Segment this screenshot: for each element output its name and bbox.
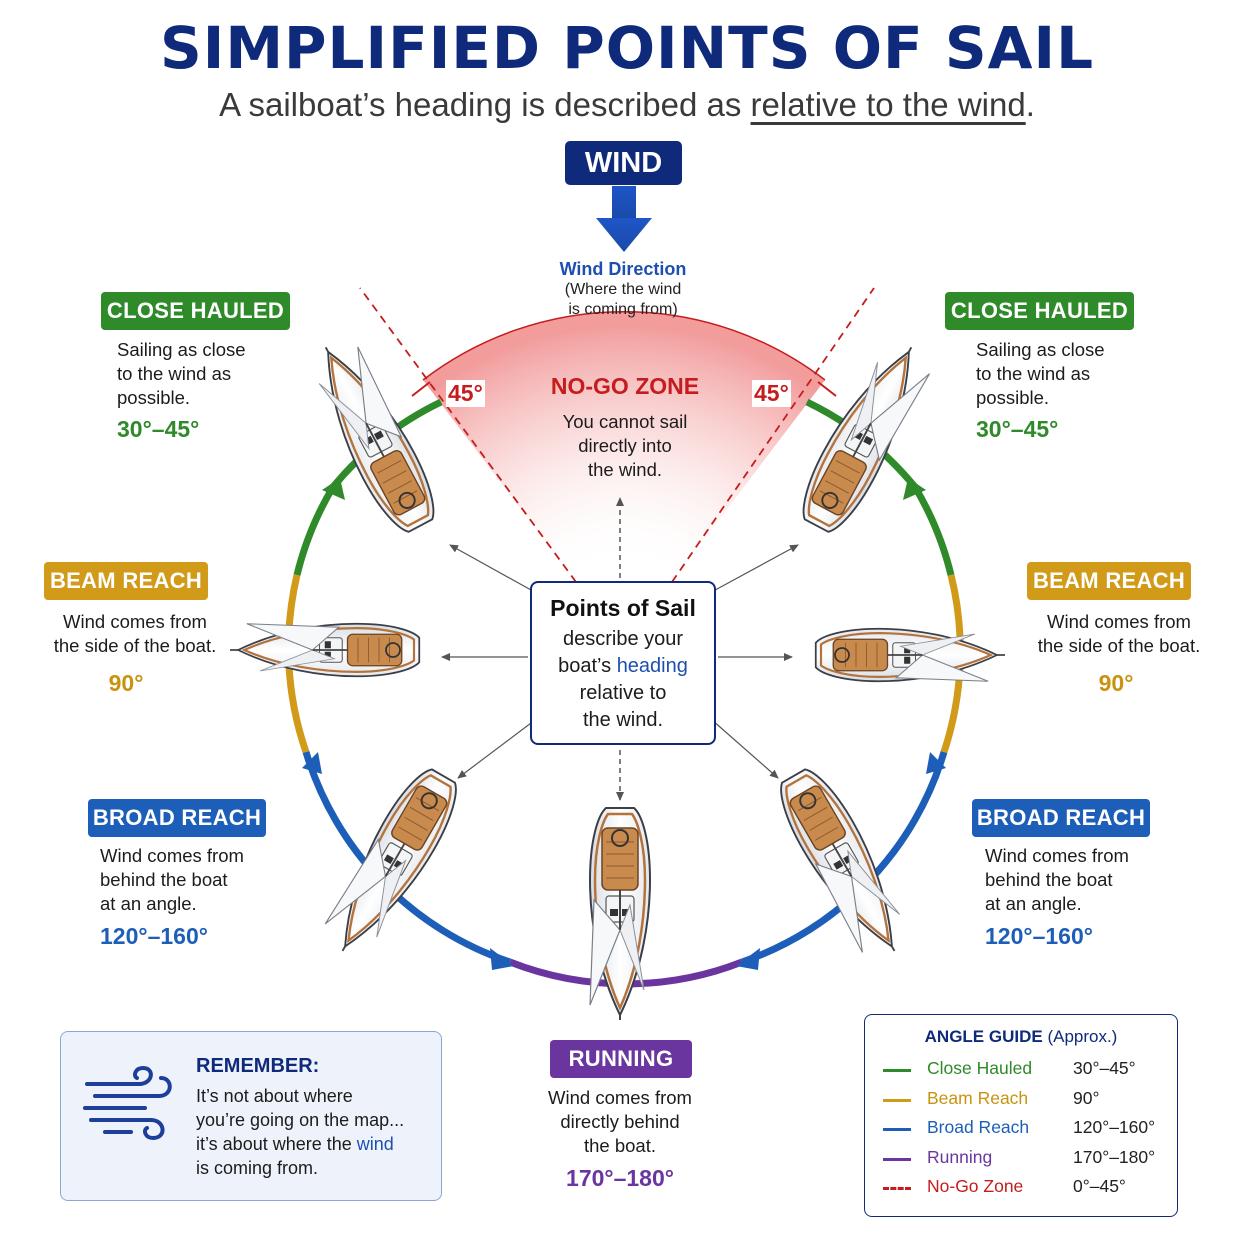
boat-beam-reach-left bbox=[230, 622, 421, 678]
beam-reach-right-desc: Wind comes from the side of the boat. bbox=[1037, 611, 1201, 656]
boat-beam-reach-right bbox=[814, 627, 1005, 683]
close-hauled-left-desc: Sailing as close to the wind as possible… bbox=[117, 339, 246, 408]
boat-close-hauled-right bbox=[790, 329, 941, 541]
broad-reach-left-label: BROAD REACH bbox=[88, 799, 266, 837]
legend-row: No-Go Zone 0°–45° bbox=[883, 1176, 1173, 1200]
legend-swatch bbox=[883, 1128, 911, 1131]
angle-guide-legend: ANGLE GUIDE (Approx.) Close Hauled 30°–4… bbox=[864, 1014, 1178, 1217]
legend-row: Running 170°–180° bbox=[883, 1147, 1173, 1171]
broad-reach-left-desc: Wind comes from behind the boat at an an… bbox=[100, 845, 244, 914]
wind-gust-icon bbox=[83, 1065, 172, 1141]
beam-reach-right-label: BEAM REACH bbox=[1027, 562, 1191, 600]
broad-reach-left-angle: 120°–160° bbox=[100, 923, 208, 949]
close-hauled-left-label: CLOSE HAULED bbox=[101, 292, 290, 330]
legend-row: Beam Reach 90° bbox=[883, 1088, 1173, 1112]
running-desc: Wind comes from directly behind the boat… bbox=[548, 1087, 692, 1156]
page-subtitle: A sailboat’s heading is described as rel… bbox=[219, 86, 1035, 123]
broad-reach-right-label: BROAD REACH bbox=[972, 799, 1150, 837]
no-go-zone-desc: You cannot sail directly into the wind. bbox=[562, 411, 688, 480]
beam-reach-left-desc: Wind comes from the side of the boat. bbox=[53, 611, 217, 656]
legend-swatch bbox=[883, 1069, 911, 1072]
close-hauled-right-angle: 30°–45° bbox=[976, 416, 1059, 442]
no-go-angle-right: 45° bbox=[752, 380, 791, 407]
boat-running bbox=[588, 806, 652, 1020]
beam-reach-left-angle: 90° bbox=[108, 670, 144, 696]
beam-reach-right-angle: 90° bbox=[1098, 670, 1134, 696]
angle-guide-title: ANGLE GUIDE (Approx.) bbox=[924, 1027, 1118, 1046]
no-go-zone-title: NO-GO ZONE bbox=[550, 373, 700, 399]
points-of-sail-center-box: Points of Sail describe your boat’s head… bbox=[530, 581, 716, 745]
legend-swatch bbox=[883, 1187, 911, 1190]
boat-broad-reach-left bbox=[313, 760, 470, 970]
legend-row: Close Hauled 30°–45° bbox=[883, 1058, 1173, 1082]
running-label: RUNNING bbox=[550, 1040, 692, 1078]
close-hauled-right-desc: Sailing as close to the wind as possible… bbox=[976, 339, 1105, 408]
broad-reach-right-desc: Wind comes from behind the boat at an an… bbox=[985, 845, 1129, 914]
page-title: SIMPLIFIED POINTS OF SAIL bbox=[159, 14, 1095, 82]
legend-row: Broad Reach 120°–160° bbox=[883, 1117, 1173, 1141]
no-go-angle-left: 45° bbox=[446, 380, 485, 407]
wind-badge: WIND bbox=[565, 141, 682, 185]
running-angle: 170°–180° bbox=[566, 1165, 674, 1191]
remember-box: REMEMBER: It’s not about where you’re go… bbox=[60, 1031, 442, 1201]
remember-body: It’s not about where you’re going on the… bbox=[196, 1086, 405, 1178]
legend-swatch bbox=[883, 1158, 911, 1161]
wind-direction-label: Wind Direction (Where the wind is coming… bbox=[559, 259, 687, 318]
legend-swatch bbox=[883, 1099, 911, 1102]
remember-title: REMEMBER: bbox=[196, 1055, 320, 1077]
beam-reach-left-label: BEAM REACH bbox=[44, 562, 208, 600]
close-hauled-left-angle: 30°–45° bbox=[117, 416, 200, 442]
broad-reach-right-angle: 120°–160° bbox=[985, 923, 1093, 949]
close-hauled-right-label: CLOSE HAULED bbox=[945, 292, 1134, 330]
